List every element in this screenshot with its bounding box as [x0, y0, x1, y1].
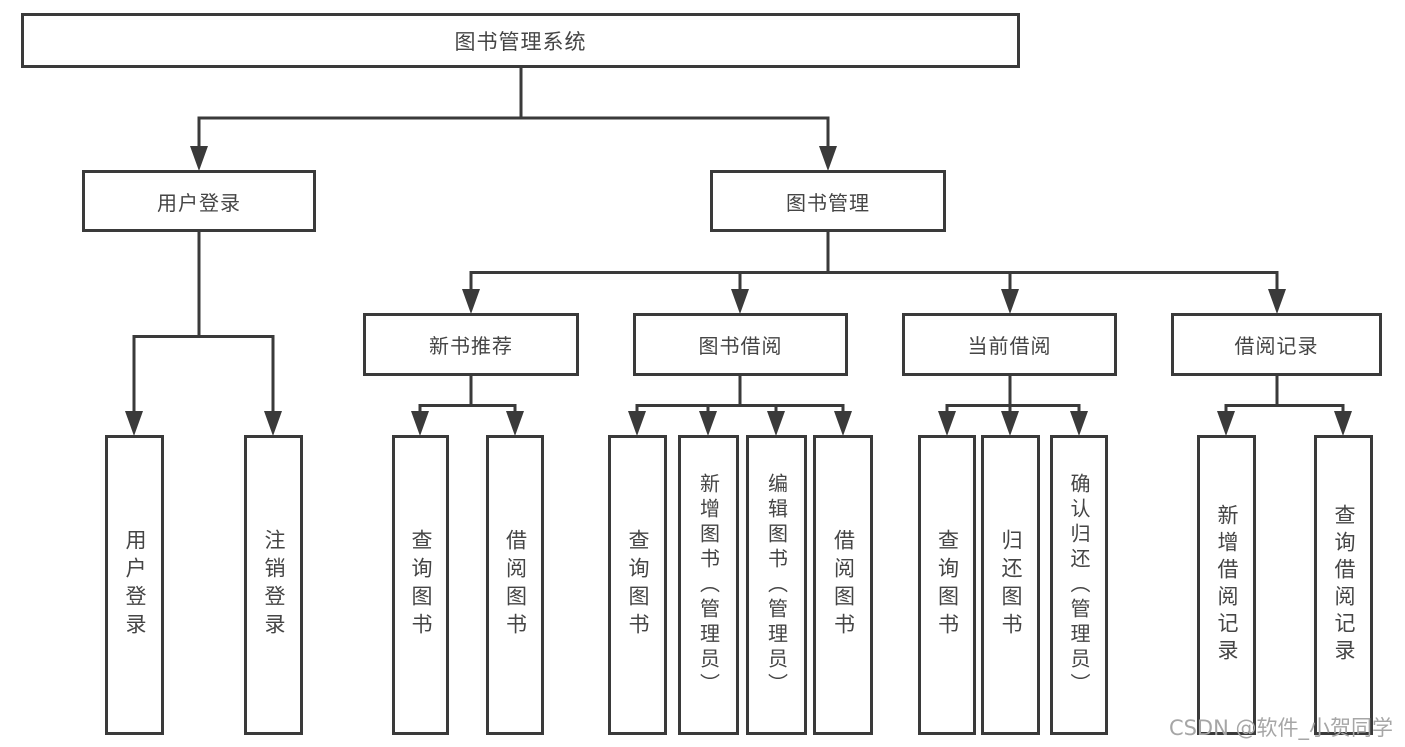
connector-book-mgmt-to-level3: [469, 232, 1279, 293]
node-user-login: 用户登录: [82, 170, 316, 232]
leaf-user-login-label: 用户登录: [123, 529, 147, 641]
connector-current-borrow-branch: [945, 376, 1081, 416]
leaf-logout: 注销登录: [244, 435, 303, 735]
csdn-watermark: CSDN @软件_小贺同学: [1168, 716, 1393, 740]
node-new-book-recommend-label: 新书推荐: [429, 334, 513, 358]
leaf-query-books-current: 查询图书: [918, 435, 976, 735]
node-book-borrow-label: 图书借阅: [698, 334, 783, 358]
leaf-add-book-admin-label: 新增图书（管理员）: [696, 472, 721, 698]
node-current-borrow: 当前借阅: [902, 313, 1117, 376]
leaf-query-books-recommend-label: 查询图书: [409, 529, 433, 641]
leaf-query-books-borrow-label: 查询图书: [626, 529, 650, 641]
leaf-confirm-return-admin: 确认归还（管理员）: [1050, 435, 1108, 735]
node-book-management-label: 图书管理: [786, 190, 870, 215]
leaf-query-books-borrow: 查询图书: [608, 435, 667, 735]
leaf-borrow-books-label: 借阅图书: [831, 529, 856, 641]
leaf-query-borrow-record: 查询借阅记录: [1314, 435, 1373, 735]
leaf-return-book-label: 归还图书: [999, 529, 1023, 641]
leaf-add-borrow-record: 新增借阅记录: [1197, 435, 1256, 735]
leaf-add-book-admin: 新增图书（管理员）: [678, 435, 739, 735]
leaf-logout-label: 注销登录: [262, 529, 286, 641]
leaf-borrow-books-recommend: 借阅图书: [486, 435, 544, 735]
root-box-library-system: 图书管理系统: [21, 13, 1020, 68]
connector-user-login-branch: [132, 232, 275, 416]
leaf-borrow-books-recommend-label: 借阅图书: [503, 529, 528, 641]
leaf-borrow-books: 借阅图书: [813, 435, 873, 735]
leaf-edit-book-admin-label: 编辑图书（管理员）: [764, 472, 789, 698]
node-current-borrow-label: 当前借阅: [967, 334, 1052, 358]
leaf-add-borrow-record-label: 新增借阅记录: [1215, 504, 1239, 666]
node-book-management: 图书管理: [710, 170, 946, 232]
node-new-book-recommend: 新书推荐: [363, 313, 579, 376]
leaf-return-book: 归还图书: [981, 435, 1040, 735]
connector-root-to-level2: [197, 68, 830, 150]
connector-borrow-record-branch: [1224, 376, 1345, 416]
node-book-borrow: 图书借阅: [633, 313, 848, 376]
node-borrow-record-label: 借阅记录: [1234, 334, 1319, 358]
leaf-user-login: 用户登录: [105, 435, 164, 735]
leaf-query-books-current-label: 查询图书: [935, 529, 960, 641]
leaf-query-borrow-record-label: 查询借阅记录: [1332, 504, 1356, 666]
node-user-login-label: 用户登录: [157, 190, 241, 215]
leaf-confirm-return-admin-label: 确认归还（管理员）: [1067, 472, 1091, 698]
root-box-label: 图书管理系统: [454, 29, 587, 54]
leaf-query-books-recommend: 查询图书: [392, 435, 449, 735]
connector-book-borrow-branch: [635, 376, 845, 416]
connector-new-book-branch: [418, 376, 517, 416]
arrowheads: [125, 146, 1352, 436]
node-borrow-record: 借阅记录: [1171, 313, 1382, 376]
leaf-edit-book-admin: 编辑图书（管理员）: [746, 435, 807, 735]
